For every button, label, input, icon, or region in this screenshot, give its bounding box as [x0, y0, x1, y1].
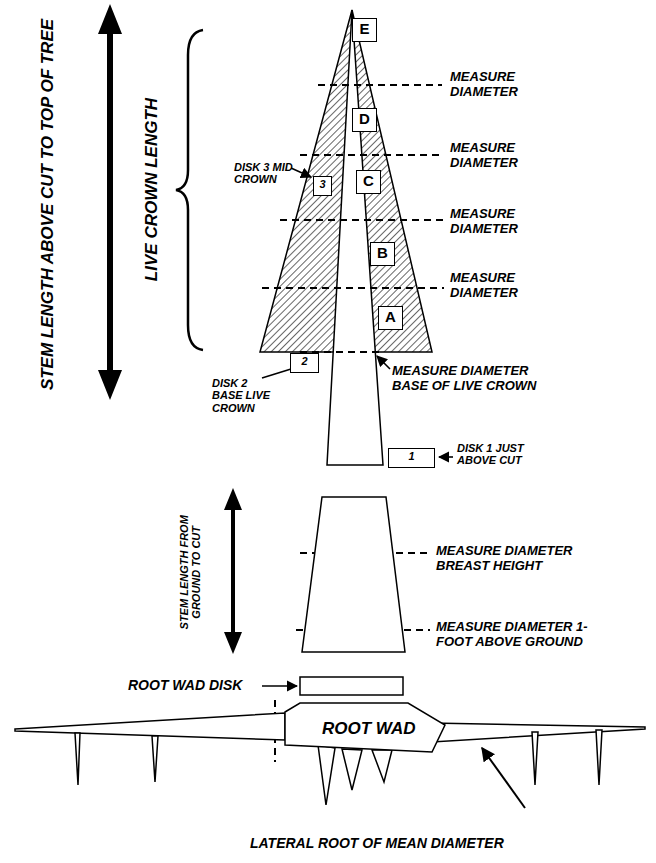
section-letter: A: [384, 308, 397, 326]
lower-stem: [302, 497, 405, 652]
disk-section-box: D: [352, 108, 377, 132]
annotation-label: MEASURE DIAMETER: [450, 141, 550, 170]
annotation-label: MEASURE DIAMETER BASE OF LIVE CROWN: [392, 364, 557, 393]
annotation-label: MEASURE DIAMETER: [450, 207, 550, 236]
section-letter: 3: [318, 178, 327, 191]
annotation-label: LIVE CROWN LENGTH: [142, 40, 161, 340]
annotation-label: ROOT WAD: [322, 719, 416, 738]
disk-section-box: C: [356, 170, 381, 194]
section-letter: B: [376, 244, 389, 262]
annotation-label: STEM LENGTH FROM GROUND TO CUT: [178, 502, 203, 642]
annotation-label: ROOT WAD DISK: [128, 678, 242, 694]
disk-section-box: B: [370, 242, 395, 266]
annotation-label: STEM LENGTH ABOVE CUT TO TOP OF TREE: [38, 5, 57, 405]
root-system: [15, 703, 645, 805]
root-wad-disk: [300, 677, 403, 695]
disk-section-box: 3: [313, 176, 332, 196]
annotation-label: DISK 2 BASE LIVE CROWN: [212, 377, 278, 414]
leader-arrows: [262, 168, 525, 808]
section-letter: 1: [407, 450, 416, 463]
disk-section-box: 2: [290, 353, 319, 373]
annotation-label: MEASURE DIAMETER: [450, 70, 550, 99]
upper-stem: [327, 10, 383, 465]
annotation-label: DISK 1 JUST ABOVE CUT: [457, 442, 539, 467]
annotation-label: MEASURE DIAMETER 1-FOOT ABOVE GROUND: [436, 620, 606, 649]
stem-length-arrow: [98, 4, 122, 400]
disk-section-box: 1: [388, 448, 435, 468]
section-letter: C: [362, 172, 375, 190]
section-letter: D: [358, 110, 371, 128]
annotation-label: DISK 3 MID CROWN: [234, 161, 304, 186]
annotation-label: MEASURE DIAMETER BREAST HEIGHT: [436, 544, 596, 573]
measure-lines: [262, 85, 444, 762]
disk-section-box: E: [352, 18, 377, 42]
annotation-label: MEASURE DIAMETER: [450, 271, 550, 300]
section-letter: 2: [300, 355, 309, 368]
crown-brace: [176, 30, 203, 350]
disk-section-box: A: [378, 306, 403, 330]
section-letter: E: [358, 20, 371, 38]
ground-to-cut-arrow: [224, 488, 242, 654]
annotation-label: LATERAL ROOT OF MEAN DIAMETER: [250, 836, 504, 852]
